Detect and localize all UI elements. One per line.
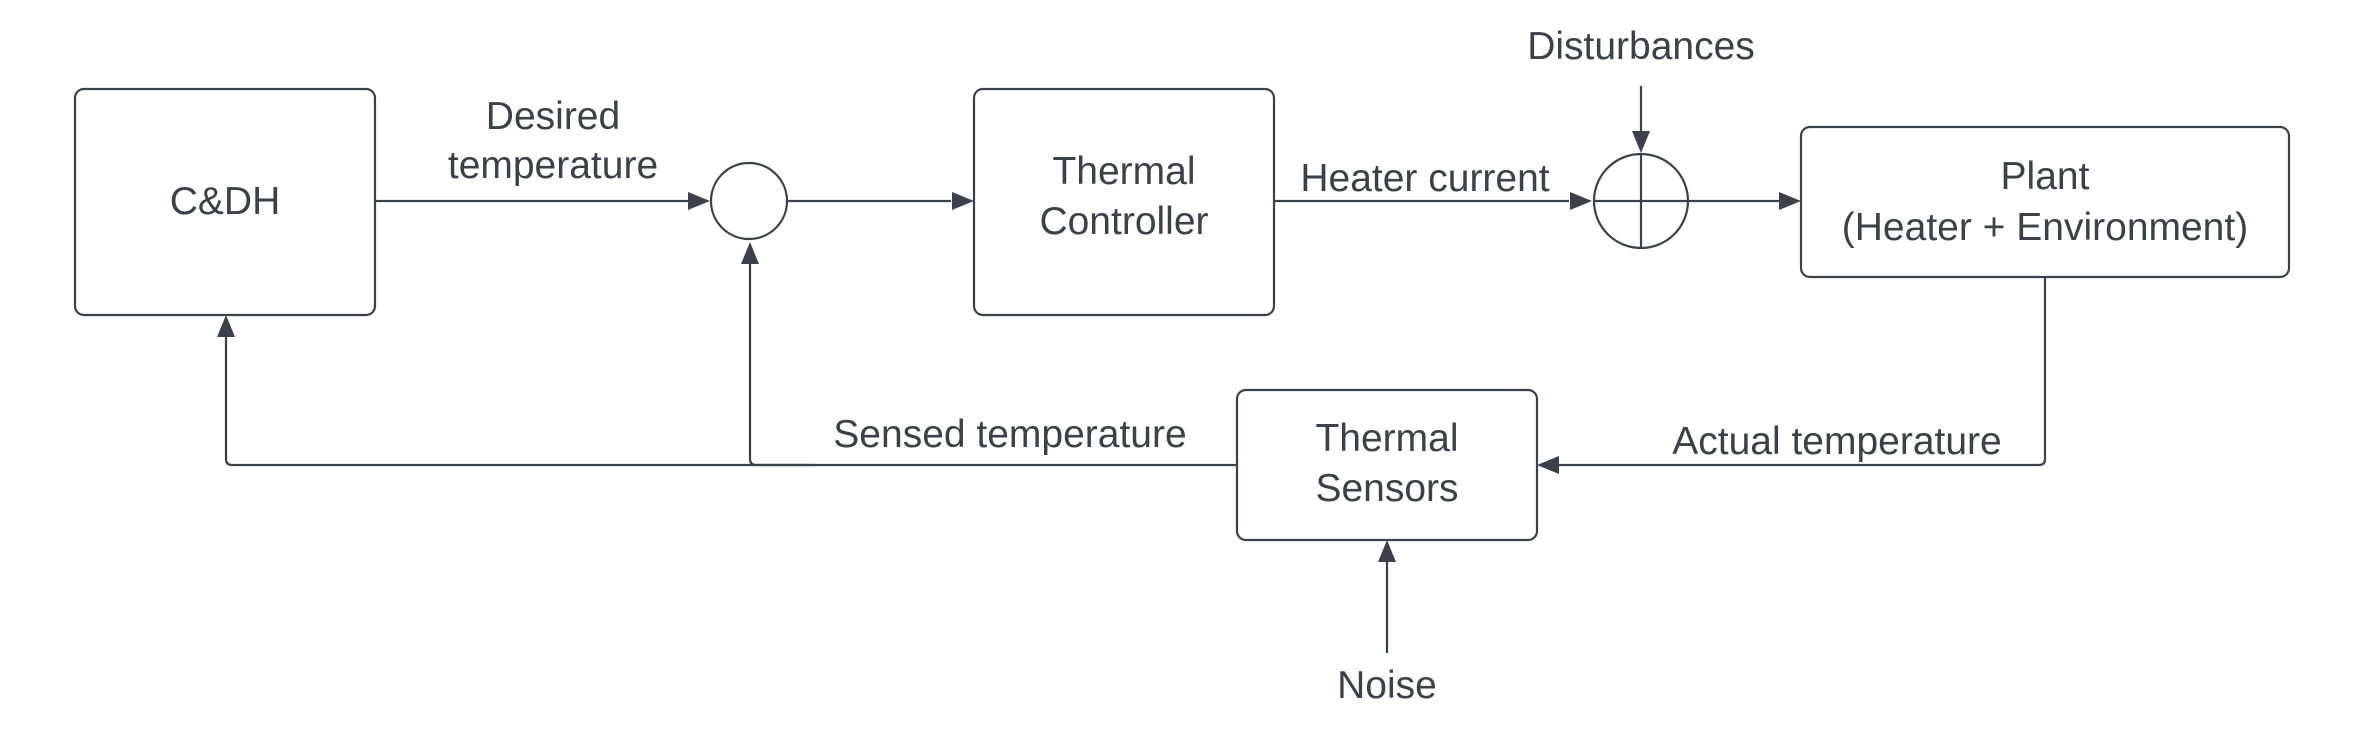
actual-temperature-label: Actual temperature — [1672, 420, 2002, 463]
sensed-temperature-line-to-cdh — [224, 336, 1237, 467]
thermal-controller-block — [972, 87, 1276, 317]
sensed-temperature-label: Sensed temperature — [833, 413, 1186, 456]
plant-block — [1799, 125, 2291, 279]
disturbances-arrowhead — [1632, 131, 1650, 153]
sensed-temperature-line-to-junction — [748, 264, 815, 467]
disturbances-label: Disturbances — [1527, 25, 1755, 68]
summing-junction — [709, 161, 789, 241]
sensed-temperature-to-cdh-arrowhead — [217, 315, 235, 337]
error-signal-arrowhead — [952, 192, 974, 210]
plant-label-line1: Plant — [2001, 155, 2090, 198]
thermal-controller-label-line2: Controller — [1039, 200, 1208, 243]
heater-current-arrowhead — [1570, 192, 1592, 210]
desired-temperature-label-line2: temperature — [448, 144, 658, 187]
cdh-label: C&DH — [170, 180, 281, 223]
thermal-controller-label-line1: Thermal — [1052, 150, 1195, 193]
cdh-block — [73, 87, 377, 317]
noise-arrowhead — [1378, 540, 1396, 562]
thermal-sensors-block — [1235, 388, 1539, 542]
actual-temperature-arrowhead — [1537, 456, 1559, 474]
feedback-arrowhead — [741, 242, 759, 264]
actual-temperature-line — [1557, 277, 2047, 467]
disturbance-summing-junction — [1592, 152, 1690, 250]
thermal-sensors-label-line1: Thermal — [1315, 417, 1458, 460]
plant-input-arrowhead — [1779, 192, 1801, 210]
thermal-sensors-label-line2: Sensors — [1315, 467, 1458, 510]
plant-label-line2: (Heater + Environment) — [1842, 206, 2248, 249]
desired-temperature-arrowhead — [688, 192, 710, 210]
heater-current-label: Heater current — [1300, 157, 1549, 200]
noise-label: Noise — [1337, 664, 1437, 707]
desired-temperature-label-line1: Desired — [486, 95, 620, 138]
